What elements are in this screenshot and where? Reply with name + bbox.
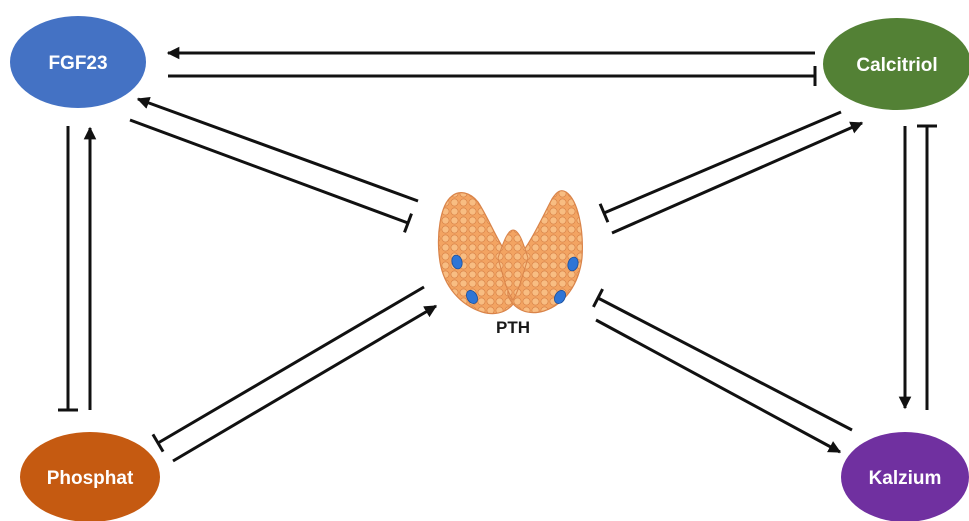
- node-phosphat-label: Phosphat: [47, 468, 134, 489]
- node-kalzium-label: Kalzium: [869, 468, 942, 489]
- edge-kalzium-inhibits-pth: [592, 288, 853, 432]
- edge-pth-to-fgf23: [136, 96, 419, 203]
- edge-pth-to-kalzium: [595, 318, 842, 454]
- node-calcitriol: Calcitriol: [823, 18, 969, 110]
- edge-fgf23-inhibits-calcitriol: [168, 66, 817, 86]
- node-calcitriol-label: Calcitriol: [856, 55, 937, 76]
- gland-nodule-3: [567, 256, 579, 272]
- gland-nodule-2: [466, 290, 478, 304]
- node-kalzium: Kalzium: [841, 432, 969, 521]
- parathyroid-gland-icon: [437, 190, 583, 315]
- node-phosphat-shape: [20, 432, 160, 521]
- edge-calcitriol-inhibits-pth: [598, 110, 842, 223]
- edge-pth-to-calcitriol: [611, 121, 864, 235]
- node-calcitriol-shape: [823, 18, 969, 110]
- edge-fgf23-inhibits-phosphat: [58, 126, 78, 412]
- gland-right-lobe: [507, 190, 583, 314]
- node-kalzium-shape: [841, 432, 969, 521]
- node-fgf23-shape: [10, 16, 146, 108]
- node-phosphat: Phosphat: [20, 432, 160, 521]
- node-pth-label: PTH: [496, 318, 530, 337]
- node-fgf23-label: FGF23: [48, 53, 107, 74]
- gland-nodule-4: [554, 290, 566, 304]
- edge-phosphat-to-pth: [172, 304, 438, 463]
- gland-nodule-1: [451, 254, 463, 270]
- edges: [58, 46, 937, 463]
- gland-isthmus: [497, 229, 529, 301]
- node-pth: PTH: [437, 190, 583, 337]
- edge-kalzium-inhibits-calcitriol: [917, 124, 937, 410]
- edge-pth-inhibits-phosphat: [151, 285, 425, 453]
- edge-fgf23-inhibits-pth: [129, 118, 413, 233]
- node-fgf23: FGF23: [10, 16, 146, 108]
